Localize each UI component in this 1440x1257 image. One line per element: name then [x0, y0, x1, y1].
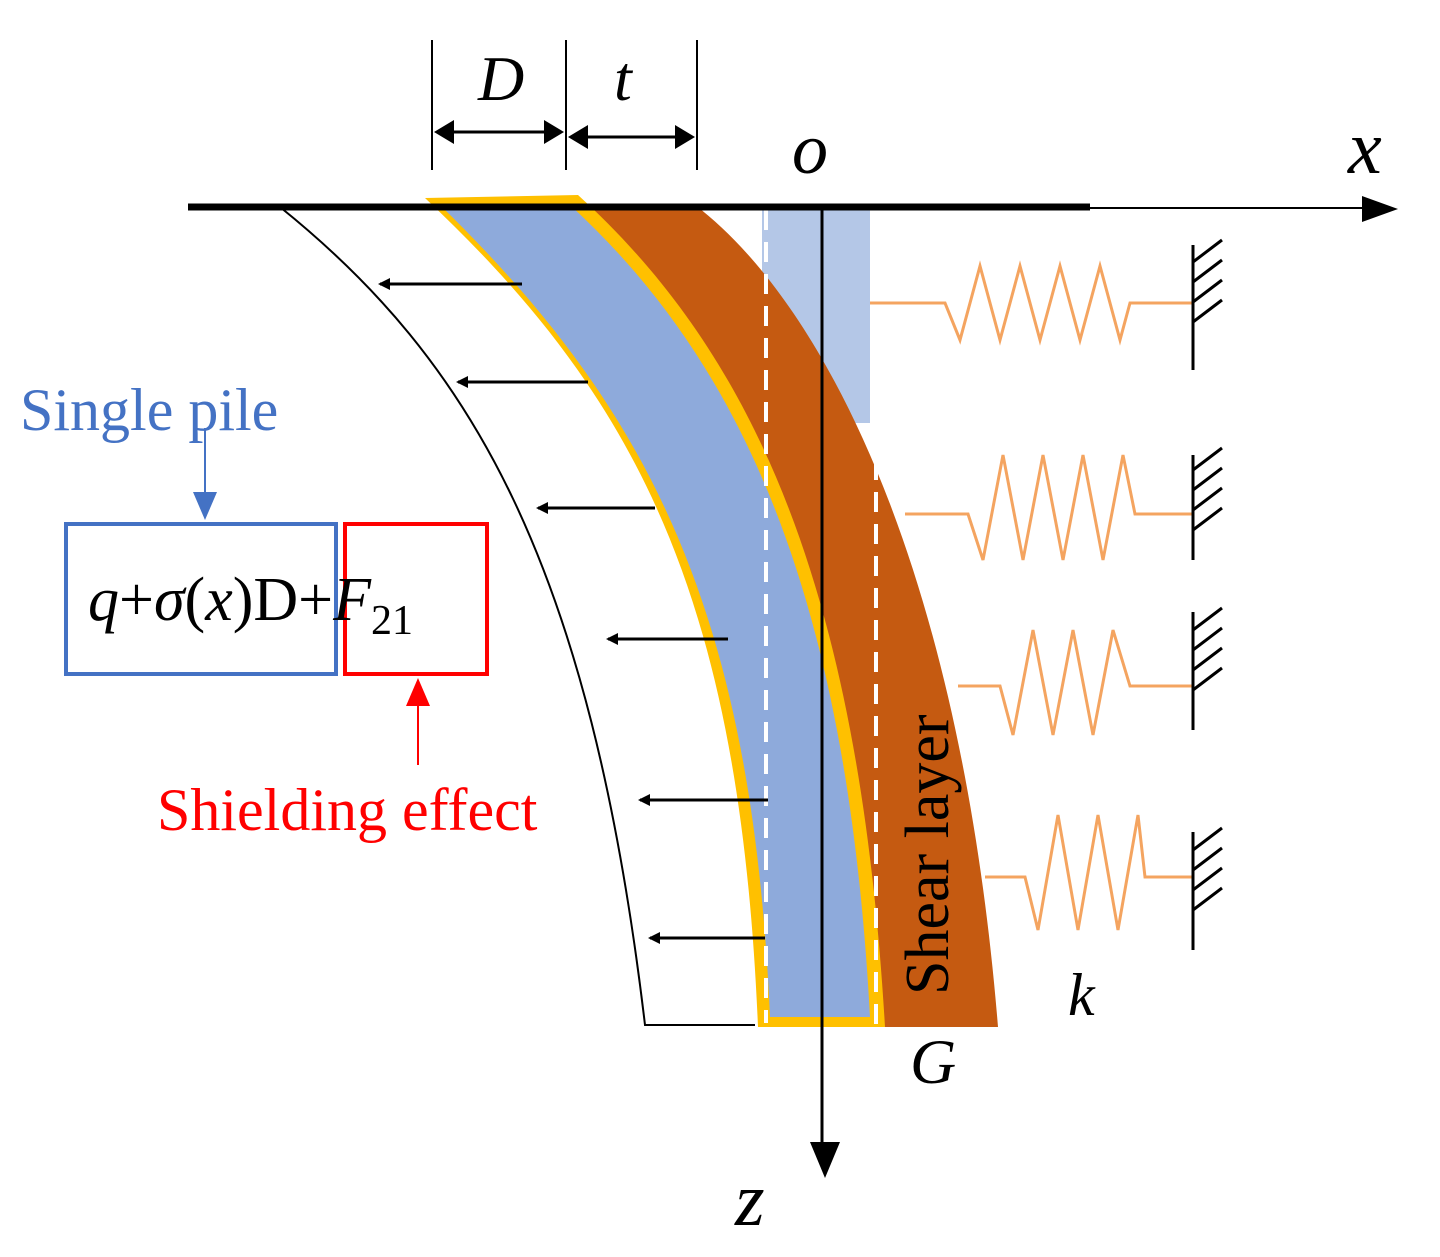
- deformed-pile: [440, 205, 870, 1017]
- formula-paren-close: ): [233, 566, 254, 634]
- label-shear-layer: Shear layer: [894, 714, 962, 995]
- label-k: k: [1068, 962, 1096, 1028]
- dimension-lines: [431, 40, 698, 170]
- z-axis-arrowhead: [810, 1142, 840, 1178]
- label-shielding-effect: Shielding effect: [157, 777, 538, 843]
- formula-sigma: σ: [154, 566, 187, 634]
- spring: [958, 629, 1193, 736]
- spring: [905, 454, 1193, 561]
- formula: q+σ(x)D+F21: [88, 566, 413, 644]
- spring: [985, 814, 1193, 931]
- formula-x: x: [204, 566, 233, 634]
- x-axis-arrowhead: [1362, 196, 1398, 222]
- shielding-box: [343, 522, 489, 676]
- dimension-arrows: [434, 120, 695, 149]
- formula-D: D: [253, 566, 298, 634]
- formula-plus: +: [119, 566, 154, 634]
- label-x-axis: x: [1347, 106, 1382, 190]
- single-pile-box: [64, 522, 338, 676]
- label-G: G: [910, 1026, 956, 1097]
- label-origin: o: [792, 109, 828, 189]
- pressure-arrows: [378, 278, 768, 944]
- formula-paren-open: (: [185, 566, 206, 634]
- springs: [870, 260, 1193, 931]
- label-single-pile: Single pile: [20, 377, 278, 443]
- label-z-axis: z: [734, 1158, 765, 1242]
- fixed-supports: [1191, 238, 1223, 950]
- spring: [870, 260, 1193, 346]
- pressure-envelope: [279, 206, 755, 1026]
- formula-F: F: [332, 566, 372, 634]
- label-t: t: [614, 43, 634, 114]
- single-pile-pointer-head: [193, 492, 217, 520]
- shielding-pointer-head: [406, 678, 430, 706]
- formula-q: q: [88, 566, 119, 634]
- label-D: D: [477, 43, 524, 114]
- shear-layer-band: [575, 205, 998, 1027]
- formula-subscript: 21: [371, 598, 413, 644]
- formula-plus-2: +: [298, 566, 333, 634]
